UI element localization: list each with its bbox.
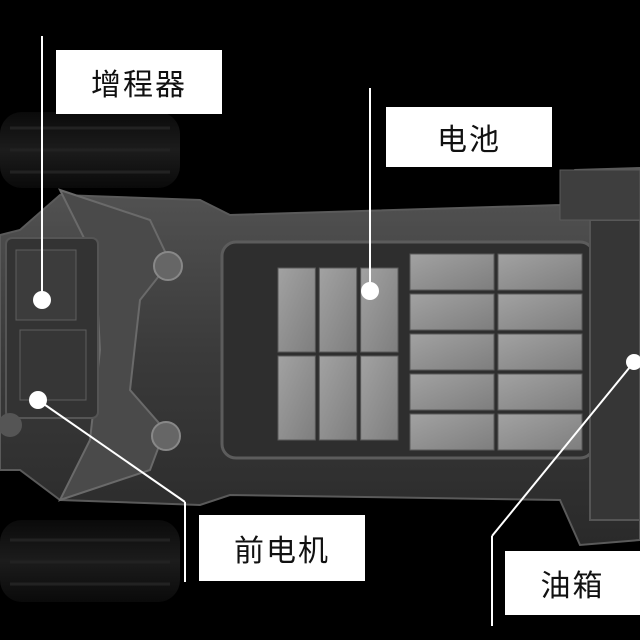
dot-range-extender bbox=[33, 291, 51, 309]
leader-dots bbox=[29, 282, 640, 409]
label-front-motor: 前电机 bbox=[199, 515, 365, 581]
leader-line-front-motor bbox=[37, 399, 186, 503]
dot-front-motor bbox=[29, 391, 47, 409]
tire-treads bbox=[10, 126, 170, 586]
battery-module-cell bbox=[497, 293, 583, 331]
battery-module-cell bbox=[497, 373, 583, 411]
battery-module-cell bbox=[360, 267, 399, 353]
battery-module-cell bbox=[409, 373, 495, 411]
battery-module-cell bbox=[497, 333, 583, 371]
rear-rail bbox=[589, 219, 640, 521]
battery-module-cell bbox=[318, 355, 358, 441]
leader-lines bbox=[37, 36, 635, 626]
label-battery: 电池 bbox=[386, 107, 552, 167]
battery-module-cell bbox=[318, 267, 358, 353]
battery-module-cell bbox=[497, 253, 583, 291]
leader-line-fuel-tank bbox=[491, 361, 635, 537]
label-range-extender: 增程器 bbox=[56, 50, 222, 114]
battery-module-cell bbox=[497, 413, 583, 451]
battery-module-cell bbox=[409, 293, 495, 331]
battery-module-cell bbox=[409, 253, 495, 291]
battery-modules bbox=[277, 253, 583, 451]
battery-module-cell bbox=[277, 355, 316, 441]
battery-module-cell bbox=[409, 333, 495, 371]
battery-module-cell bbox=[360, 355, 399, 441]
battery-module-cell bbox=[409, 413, 495, 451]
battery-module-cell bbox=[277, 267, 316, 353]
dot-battery bbox=[361, 282, 379, 300]
dot-fuel-tank bbox=[626, 354, 640, 370]
label-fuel-tank: 油箱 bbox=[505, 551, 640, 615]
